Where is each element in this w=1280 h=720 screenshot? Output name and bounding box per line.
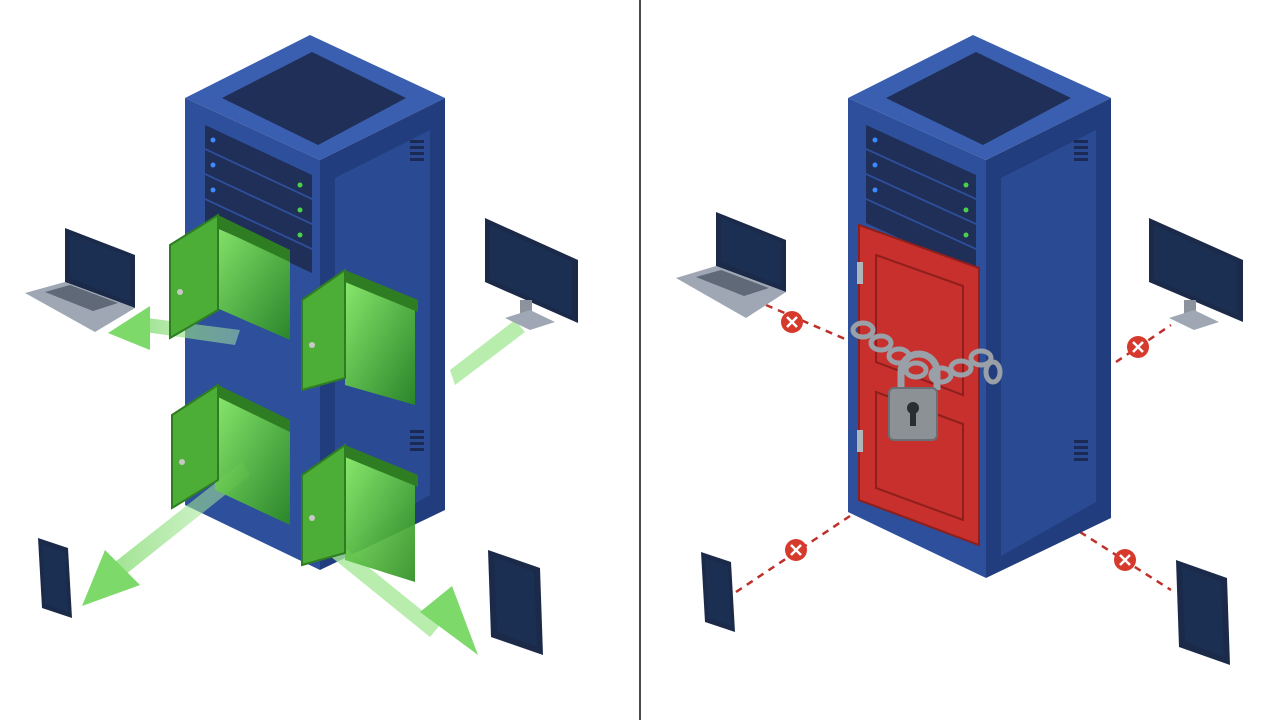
access-arrow-laptop — [108, 306, 240, 350]
status-led-icon — [963, 232, 969, 238]
chain-icon — [850, 320, 1003, 385]
laptop-icon — [676, 212, 786, 318]
open-door-1 — [169, 213, 290, 340]
monitor-icon — [485, 218, 578, 330]
vent-icon — [410, 140, 424, 451]
status-led-icon — [210, 162, 216, 168]
open-door-3 — [171, 383, 290, 525]
hinge-icon — [857, 430, 863, 452]
x-circle-icon — [1127, 336, 1149, 358]
phone-icon — [701, 552, 735, 632]
open-access-panel — [0, 0, 639, 720]
hinge-icon — [857, 262, 863, 284]
door-handle-icon — [309, 342, 315, 348]
status-led-icon — [872, 137, 878, 143]
status-led-icon — [963, 207, 969, 213]
tablet-icon — [1176, 560, 1230, 665]
locked-access-panel — [641, 0, 1280, 720]
access-arrow-monitor — [450, 320, 525, 385]
open-access-diagram — [25, 35, 578, 655]
door-handle-icon — [309, 515, 315, 521]
status-led-icon — [872, 162, 878, 168]
status-led-icon — [872, 187, 878, 193]
status-led-icon — [297, 232, 303, 238]
locked-access-diagram — [676, 35, 1243, 665]
laptop-icon — [25, 228, 135, 332]
vent-icon — [1074, 140, 1088, 461]
phone-icon — [38, 538, 72, 618]
padlock-icon — [888, 350, 941, 441]
blocked-markers — [781, 311, 1149, 571]
status-led-icon — [210, 187, 216, 193]
blocked-line-phone — [735, 510, 857, 594]
open-door-4 — [301, 443, 418, 582]
status-led-icon — [297, 182, 303, 188]
blocked-connections — [735, 303, 1172, 594]
door-handle-icon — [179, 459, 185, 465]
door-handle-icon — [177, 289, 183, 295]
access-arrow-tablet — [325, 540, 478, 655]
x-circle-icon — [781, 311, 803, 333]
status-led-icon — [963, 182, 969, 188]
x-circle-icon — [785, 539, 807, 561]
blocked-line-monitor — [1115, 323, 1172, 364]
monitor-icon — [1149, 218, 1243, 330]
x-circle-icon — [1114, 549, 1136, 571]
status-led-icon — [297, 207, 303, 213]
panel-divider — [639, 0, 641, 720]
blocked-line-laptop — [765, 303, 860, 347]
open-door-2 — [301, 268, 418, 405]
server-units — [866, 125, 976, 273]
locked-door — [857, 223, 980, 547]
tablet-icon — [488, 550, 543, 655]
status-led-icon — [210, 137, 216, 143]
